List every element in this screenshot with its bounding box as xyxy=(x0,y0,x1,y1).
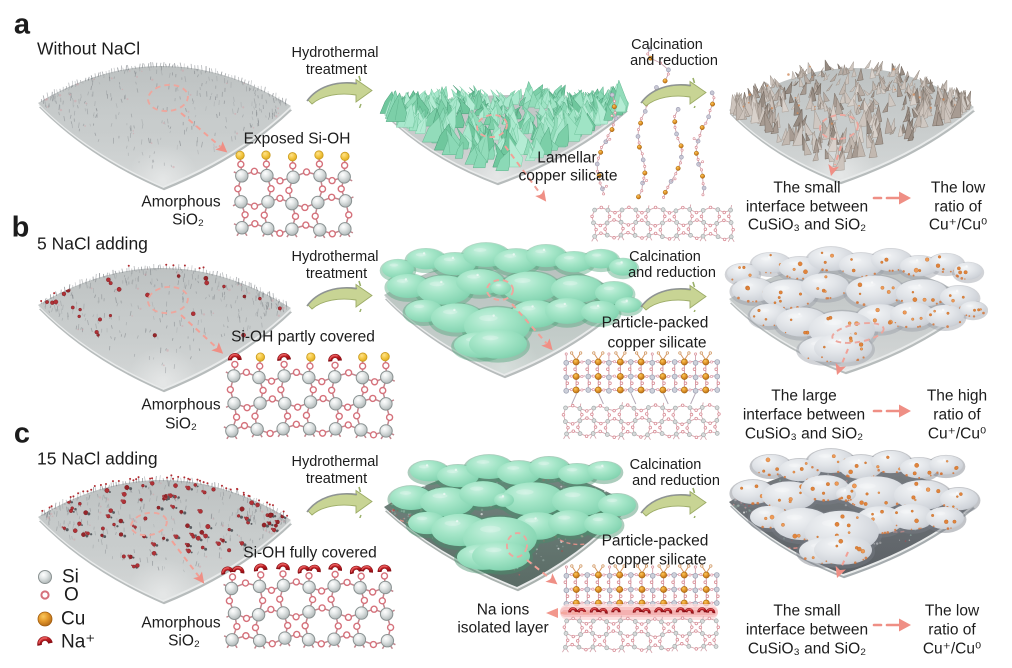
substrate-label-a-line1: Amorphous xyxy=(141,192,221,210)
lattice-copper-silicate-na-layer-c xyxy=(560,564,720,654)
lattice-exposed-si-oh xyxy=(232,150,354,239)
panel-label-c: c xyxy=(13,417,31,450)
o-atom-icon xyxy=(40,590,50,600)
na-ion-icon xyxy=(37,636,53,646)
legend-label-o: O xyxy=(64,584,79,606)
hydrothermal-arrow-a xyxy=(306,75,373,108)
interface-text-c-line2: interface between xyxy=(745,621,869,639)
intermediate-label-c-line2: copper silicate xyxy=(607,551,707,569)
legend-label-si: Si xyxy=(62,566,79,588)
ratio-text-a-line2: ratio of xyxy=(934,197,982,215)
ratio-text-a-line1: The low xyxy=(930,179,986,197)
hydrothermal-label-a-line2: treatment xyxy=(305,61,368,78)
illustration-lamellar-copper-silicate xyxy=(379,79,629,202)
panel-label-b: b xyxy=(11,211,30,244)
interface-text-a-line3: CuSiO₃ and SiO₂ xyxy=(747,216,867,234)
cu-atom-icon xyxy=(37,611,53,627)
intermediate-label-c-line1: Particle-packed xyxy=(601,532,709,550)
lattice-si-oh-fully-covered xyxy=(221,562,396,650)
calcination-label-c-line2: and reduction xyxy=(632,472,720,489)
na-layer-label-line1: Na ions xyxy=(476,601,530,619)
intermediate-label-b-line1: Particle-packed xyxy=(601,314,709,332)
intermediate-label-a-line1: Lamellar xyxy=(537,149,597,167)
na-layer-label-line2: isolated layer xyxy=(457,618,549,636)
implies-arrow-c xyxy=(872,618,911,632)
ratio-text-b-line2: ratio of xyxy=(933,406,981,424)
interface-text-b-line2: interface between xyxy=(742,406,866,424)
interface-text-c-line1: The small xyxy=(773,602,841,620)
ratio-text-b-line1: The high xyxy=(926,387,988,405)
calcination-label-b-line1: Calcination xyxy=(629,248,701,265)
row-title-b: 5 NaCl adding xyxy=(37,233,148,254)
hydrothermal-label-c-line2: treatment xyxy=(305,470,368,487)
calcination-label-c-line1: Calcination xyxy=(629,456,702,473)
surface-state-label-b: Si-OH partly covered xyxy=(231,328,375,346)
interface-text-b-line3: CuSiO₃ and SiO₂ xyxy=(744,425,864,443)
calcination-arrow-c xyxy=(640,487,707,518)
ratio-text-c-line2: ratio of xyxy=(928,621,976,639)
substrate-label-c-line1: Amorphous xyxy=(141,614,221,632)
illustration-copper-particles-on-silica-b xyxy=(724,246,988,375)
interface-text-b-line1: The large xyxy=(771,387,837,405)
interface-text-c-line3: CuSiO₃ and SiO₂ xyxy=(747,640,867,658)
row-title-a: Without NaCl xyxy=(37,38,141,59)
hydrothermal-label-b-line1: Hydrothermal xyxy=(291,248,379,265)
substrate-label-b-line2: SiO₂ xyxy=(165,414,197,432)
calcination-label-a-line1: Calcination xyxy=(631,36,703,53)
hydrothermal-arrow-b xyxy=(306,280,373,312)
illustration-particle-packed-copper-silicate-b xyxy=(379,242,644,379)
calcination-label-a-line2: and reduction xyxy=(630,52,718,69)
intermediate-label-a-line2: copper silicate xyxy=(518,167,618,185)
ratio-text-b-line3: Cu⁺/Cu⁰ xyxy=(927,425,987,443)
surface-state-label-c: Si-OH fully covered xyxy=(243,544,377,562)
lattice-si-oh-partly-covered xyxy=(223,352,396,440)
legend-label-na: Na⁺ xyxy=(61,631,96,653)
illustration-silica-platform-b-some-na xyxy=(38,263,292,393)
illustration-reduced-copper-nanosheets xyxy=(729,59,975,185)
substrate-label-c-line2: SiO₂ xyxy=(168,632,200,650)
hydrothermal-arrow-c xyxy=(306,486,373,518)
implies-arrow-b xyxy=(872,404,911,418)
hydrothermal-label-c-line1: Hydrothermal xyxy=(291,453,379,470)
lamellar-silicate-chains xyxy=(590,46,735,243)
row-title-c: 15 NaCl adding xyxy=(37,447,158,468)
legend-label-cu: Cu xyxy=(61,608,86,630)
illustration-copper-particles-on-silica-c xyxy=(729,448,981,579)
panel-label-a: a xyxy=(13,8,31,40)
illustration-silica-platform-c-many-na xyxy=(38,474,292,605)
intermediate-label-b-line2: copper silicate xyxy=(607,334,707,352)
hydrothermal-label-a-line1: Hydrothermal xyxy=(291,44,379,61)
si-atom-icon xyxy=(38,570,52,584)
illustration-particle-packed-copper-silicate-c xyxy=(384,454,639,592)
ratio-text-c-line3: Cu⁺/Cu⁰ xyxy=(922,640,982,658)
substrate-label-b-line1: Amorphous xyxy=(141,396,221,414)
surface-state-label-a: Exposed Si-OH xyxy=(243,129,351,147)
lattice-copper-silicate-on-silica-b xyxy=(561,351,721,441)
calcination-arrow-b xyxy=(640,281,707,312)
implies-arrow-a xyxy=(872,191,911,205)
calcination-arrow-a xyxy=(640,77,707,108)
substrate-label-a-line2: SiO₂ xyxy=(172,211,204,229)
hydrothermal-label-b-line2: treatment xyxy=(305,265,368,282)
ratio-text-c-line1: The low xyxy=(924,602,980,620)
interface-text-a-line1: The small xyxy=(773,179,841,197)
calcination-label-b-line2: and reduction xyxy=(628,264,716,281)
ratio-text-a-line3: Cu⁺/Cu⁰ xyxy=(928,216,988,234)
interface-text-a-line2: interface between xyxy=(745,197,869,215)
illustration-bare-silica-platform-a xyxy=(38,62,292,191)
na-layer-pointer-arrow xyxy=(546,608,596,618)
